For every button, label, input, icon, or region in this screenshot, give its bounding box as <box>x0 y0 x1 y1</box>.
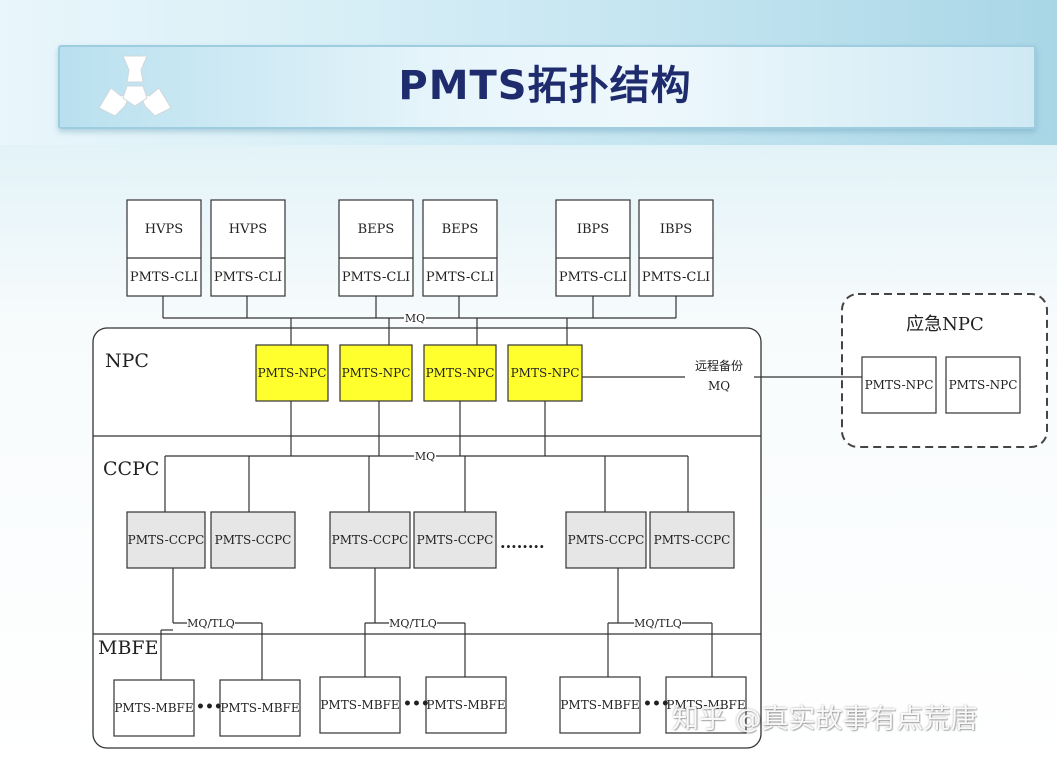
remote-backup-label: 远程备份 <box>695 358 743 373</box>
mbfe-ellipsis: ••• <box>643 696 670 712</box>
ccpc-node-label: PMTS-CCPC <box>332 533 409 547</box>
mq-tlq-label: MQ/TLQ <box>634 617 682 630</box>
mq-label-top: MQ <box>405 312 425 325</box>
ccpc-node-label: PMTS-CCPC <box>568 533 645 547</box>
system-box <box>126 199 202 297</box>
ccpc-ellipsis: ........ <box>500 533 545 552</box>
organization-logo <box>98 55 172 117</box>
cli-label: PMTS-CLI <box>426 270 494 285</box>
cli-label: PMTS-CLI <box>642 270 710 285</box>
cli-label: PMTS-CLI <box>342 270 410 285</box>
remote-backup-mq-label: MQ <box>708 379 730 393</box>
cli-label: PMTS-CLI <box>130 270 198 285</box>
mbfe-node <box>665 676 747 734</box>
mbfe-node-label: PMTS-MBFE <box>114 701 193 715</box>
system-box <box>555 199 631 297</box>
mq-label-ccpc: MQ <box>415 450 435 463</box>
emergency-npc-node <box>861 356 937 414</box>
npc-node-label: PMTS-NPC <box>342 366 411 380</box>
ccpc-node-label: PMTS-CCPC <box>215 533 292 547</box>
cli-label: PMTS-CLI <box>214 270 282 285</box>
emergency-npc-label: PMTS-NPC <box>949 378 1018 392</box>
npc-node-label: PMTS-NPC <box>258 366 327 380</box>
npc-node <box>255 344 329 402</box>
emergency-title: 应急NPC <box>906 314 984 335</box>
ccpc-node <box>413 511 497 569</box>
system-box <box>210 199 286 297</box>
emergency-npc-label: PMTS-NPC <box>865 378 934 392</box>
cli-label: PMTS-CLI <box>559 270 627 285</box>
npc-node <box>423 344 497 402</box>
ccpc-node <box>565 511 647 569</box>
mbfe-node <box>113 679 195 737</box>
npc-node-label: PMTS-NPC <box>511 366 580 380</box>
mbfe-node-label: PMTS-MBFE <box>220 701 299 715</box>
layer-label-ccpc: CCPC <box>103 458 159 480</box>
ccpc-node-label: PMTS-CCPC <box>128 533 205 547</box>
system-name: BEPS <box>442 222 479 237</box>
emergency-npc-node <box>945 356 1021 414</box>
mbfe-node-label: PMTS-MBFE <box>426 698 505 712</box>
ccpc-node <box>649 511 735 569</box>
system-name: BEPS <box>358 222 395 237</box>
title-bar <box>58 45 1036 129</box>
ccpc-node-label: PMTS-CCPC <box>654 533 731 547</box>
mbfe-node <box>219 679 301 737</box>
npc-node <box>507 344 583 402</box>
system-name: IBPS <box>577 222 609 237</box>
layer-label-mbfe: MBFE <box>98 637 158 659</box>
mq-tlq-label: MQ/TLQ <box>389 617 437 630</box>
ccpc-node <box>210 511 296 569</box>
mbfe-node <box>319 676 401 734</box>
system-name: HVPS <box>145 222 183 237</box>
ccpc-node-label: PMTS-CCPC <box>417 533 494 547</box>
system-box <box>638 199 714 297</box>
mbfe-node <box>425 676 507 734</box>
mbfe-node-label: PMTS-MBFE <box>666 698 745 712</box>
mq-tlq-label: MQ/TLQ <box>187 617 235 630</box>
ccpc-node <box>126 511 206 569</box>
system-name: IBPS <box>660 222 692 237</box>
layer-label-npc: NPC <box>105 350 149 372</box>
system-boxes <box>126 199 714 297</box>
mbfe-ellipsis: ••• <box>196 699 223 715</box>
page-title: PMTS拓扑结构 <box>398 63 692 109</box>
mbfe-node <box>559 676 641 734</box>
system-box <box>422 199 498 297</box>
npc-node-label: PMTS-NPC <box>426 366 495 380</box>
mbfe-ellipsis: ••• <box>403 696 430 712</box>
npc-node <box>339 344 413 402</box>
system-box <box>338 199 414 297</box>
mbfe-node-label: PMTS-MBFE <box>560 698 639 712</box>
mbfe-node-label: PMTS-MBFE <box>320 698 399 712</box>
ccpc-node <box>329 511 411 569</box>
system-name: HVPS <box>229 222 267 237</box>
watermark: 知乎 @真实故事有点荒唐 <box>672 704 978 735</box>
